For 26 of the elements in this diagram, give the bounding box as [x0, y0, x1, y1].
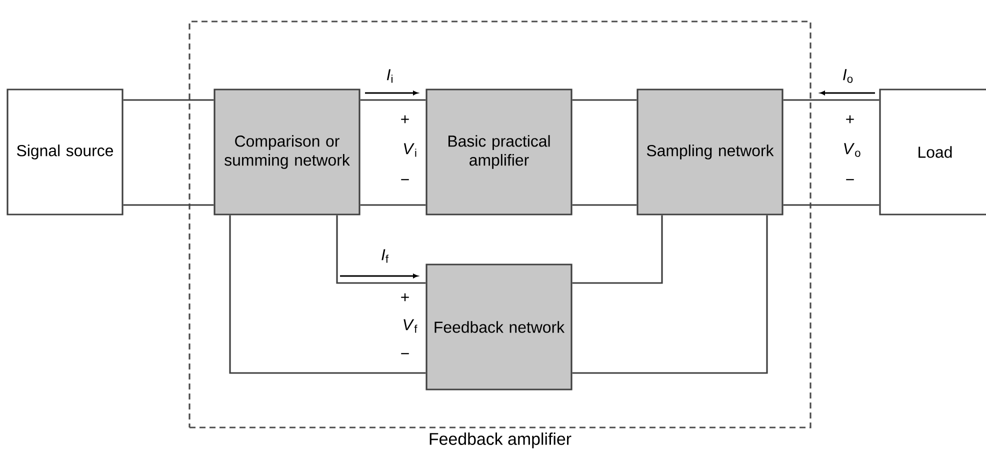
signal-label: I$_{o}$ [843, 69, 853, 83]
wire [336, 215, 426, 284]
wire [229, 215, 426, 374]
block-box: Comparison or summing network [214, 88, 360, 216]
block-box: Load [879, 88, 986, 216]
block-box: Feedback network [426, 264, 572, 390]
signal-label: V$_{o}$ [844, 143, 860, 157]
wire [572, 215, 768, 374]
signal-label: I$_{f}$ [382, 249, 389, 263]
signal-label: I$_{i}$ [386, 69, 392, 83]
signal-label: + [401, 115, 409, 124]
wire [782, 99, 880, 206]
block-box: Basic practical amplifier [426, 88, 572, 216]
block-box: Signal source [6, 88, 124, 216]
block-box: Sampling network [636, 88, 784, 216]
node-label: Feedback amplifier [430, 432, 572, 448]
wire [572, 99, 638, 206]
signal-label: − [401, 179, 409, 180]
signal-label: − [846, 179, 854, 180]
signal-label: + [846, 115, 854, 124]
signal-label: V$_{i}$ [404, 143, 416, 157]
wire [360, 99, 426, 206]
wire [572, 215, 663, 284]
signal-label: − [401, 353, 409, 354]
signal-label: + [401, 293, 409, 302]
wire [122, 99, 215, 206]
